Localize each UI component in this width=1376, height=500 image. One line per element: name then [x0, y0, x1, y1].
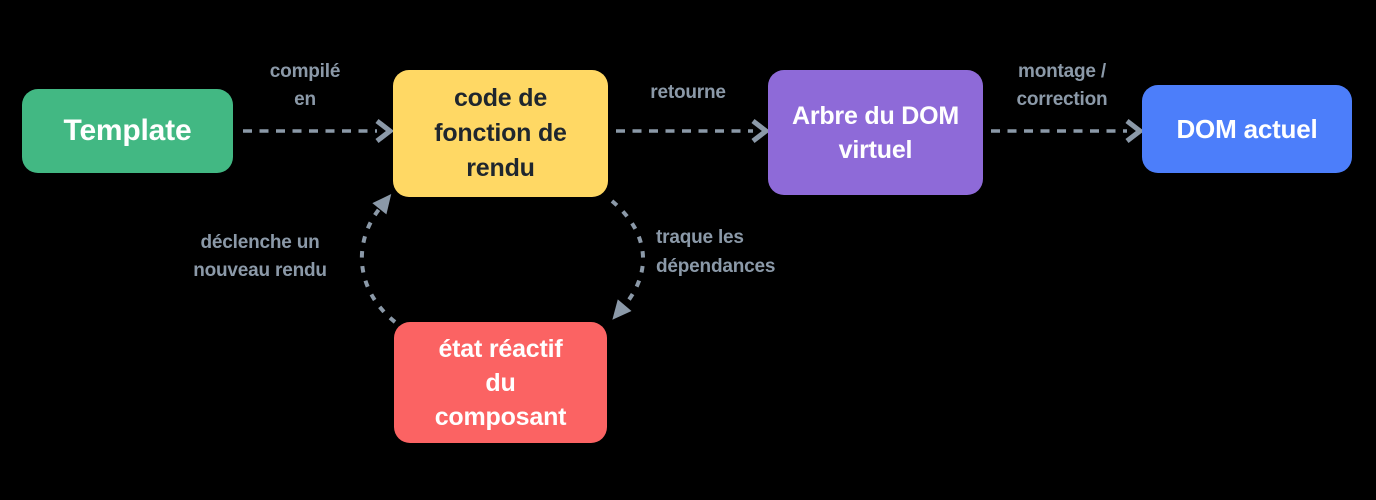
node-actual-dom: DOM actuel [1142, 85, 1352, 173]
arrow-track-dependencies [610, 199, 645, 320]
arrow-trigger-rerender [359, 193, 397, 324]
edge-label-trigger-rerender: déclenche un nouveau rendu [193, 232, 327, 281]
node-reactive-state: état réactif du composant [394, 322, 607, 443]
edge-label-compile: compilé en [269, 61, 341, 110]
node-virtual-dom-tree-label: Arbre du DOM virtuel [791, 101, 960, 164]
node-render-function-code-label: code de fonction de rendu [434, 84, 567, 182]
edge-label-track-dependencies: traque les dépendances [656, 227, 776, 277]
node-render-function-code: code de fonction de rendu [393, 70, 608, 197]
node-virtual-dom-tree: Arbre du DOM virtuel [768, 70, 983, 195]
node-template-label: Template [63, 114, 192, 147]
edge-label-mount-patch: montage / correction [1016, 61, 1108, 110]
node-actual-dom-label: DOM actuel [1176, 113, 1318, 144]
node-reactive-state-label: état réactif du composant [434, 334, 567, 431]
node-template: Template [22, 89, 233, 173]
edge-label-returns: retourne [650, 82, 726, 103]
